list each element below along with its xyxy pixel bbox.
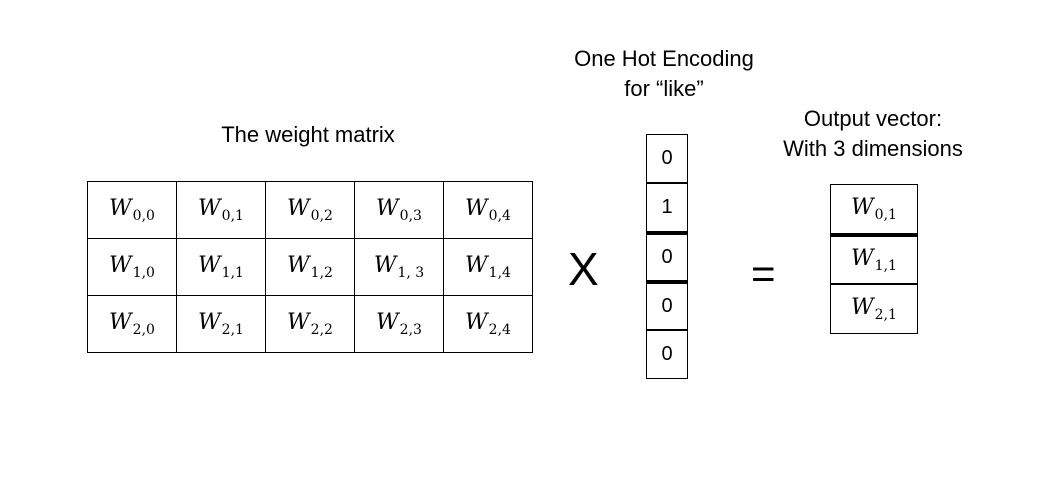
weight-symbol: W2,1	[198, 310, 244, 338]
weight-subscript: 2,2	[310, 322, 333, 338]
weight-symbol: W1,1	[198, 253, 244, 281]
weight-symbol: W0,4	[465, 196, 511, 224]
weight-cell: W0,1	[176, 181, 266, 239]
output-subscript: 1,1	[874, 258, 897, 274]
one-hot-caption-line1: One Hot Encoding	[574, 46, 754, 71]
weight-cell: W2,2	[265, 295, 355, 353]
weight-subscript: 2,4	[488, 322, 511, 338]
output-symbol: W2,1	[851, 295, 897, 323]
weight-matrix-row: W2,0 W2,1 W2,2 W2,3 W2,4	[87, 295, 533, 353]
weight-symbol: W1, 3	[373, 253, 425, 281]
weight-symbol: W2,2	[287, 310, 333, 338]
weight-subscript: 1, 3	[397, 265, 425, 281]
output-cell: W1,1	[830, 234, 918, 284]
output-cell: W0,1	[830, 184, 918, 234]
weight-symbol: W0,3	[376, 196, 422, 224]
one-hot-cell: 1	[646, 183, 688, 232]
one-hot-cell: 0	[646, 281, 688, 330]
weight-cell: W0,2	[265, 181, 355, 239]
weight-subscript: 0,1	[221, 208, 244, 224]
one-hot-caption: One Hot Encoding for “like”	[539, 44, 789, 104]
weight-subscript: 2,1	[221, 322, 244, 338]
weight-symbol: W2,0	[109, 310, 155, 338]
weight-subscript: 0,3	[399, 208, 422, 224]
weight-cell: W2,4	[443, 295, 533, 353]
output-subscript: 0,1	[874, 207, 897, 223]
output-cell: W2,1	[830, 284, 918, 334]
equals-sign: =	[751, 250, 776, 297]
one-hot-cell: 0	[646, 232, 688, 281]
weight-matrix-row: W0,0 W0,1 W0,2 W0,3 W0,4	[87, 181, 533, 239]
weight-symbol: W1,4	[465, 253, 511, 281]
output-vector: W0,1 W1,1 W2,1	[830, 184, 918, 334]
weight-cell: W1,2	[265, 238, 355, 296]
output-subscript: 2,1	[874, 307, 897, 323]
weight-symbol: W0,0	[109, 196, 155, 224]
weight-subscript: 1,2	[310, 265, 333, 281]
weight-cell: W1,1	[176, 238, 266, 296]
output-caption-line1: Output vector:	[803, 106, 943, 131]
weight-cell: W0,3	[354, 181, 444, 239]
multiply-sign: X	[568, 243, 599, 295]
weight-subscript: 0,4	[488, 208, 511, 224]
weight-symbol: W1,0	[109, 253, 155, 281]
weight-symbol: W0,1	[198, 196, 244, 224]
weight-subscript: 0,2	[310, 208, 333, 224]
output-vector-caption: Output vector: With 3 dimensions	[748, 104, 998, 164]
weight-cell: W0,4	[443, 181, 533, 239]
weight-matrix-row: W1,0 W1,1 W1,2 W1, 3 W1,4	[87, 238, 533, 296]
output-caption-line2: With 3 dimensions	[783, 136, 963, 161]
weight-subscript: 1,4	[488, 265, 511, 281]
output-symbol: W0,1	[851, 195, 897, 223]
weight-cell: W1,0	[87, 238, 177, 296]
weight-cell: W2,3	[354, 295, 444, 353]
weight-subscript: 2,3	[399, 322, 422, 338]
weight-matrix-caption-text: The weight matrix	[221, 122, 395, 147]
weight-subscript: 1,0	[132, 265, 155, 281]
weight-cell: W1, 3	[354, 238, 444, 296]
one-hot-caption-line2: for “like”	[624, 76, 704, 101]
weight-cell: W2,1	[176, 295, 266, 353]
weight-symbol: W2,4	[465, 310, 511, 338]
weight-matrix-caption: The weight matrix	[158, 120, 458, 150]
weight-subscript: 1,1	[221, 265, 244, 281]
one-hot-cell: 0	[646, 330, 688, 379]
weight-subscript: 0,0	[132, 208, 155, 224]
weight-symbol: W1,2	[287, 253, 333, 281]
weight-cell: W0,0	[87, 181, 177, 239]
weight-cell: W2,0	[87, 295, 177, 353]
weight-subscript: 2,0	[132, 322, 155, 338]
weight-symbol: W2,3	[376, 310, 422, 338]
weight-cell: W1,4	[443, 238, 533, 296]
output-symbol: W1,1	[851, 246, 897, 274]
one-hot-cell: 0	[646, 134, 688, 183]
one-hot-vector: 0 1 0 0 0	[646, 134, 688, 379]
weight-symbol: W0,2	[287, 196, 333, 224]
weight-matrix: W0,0 W0,1 W0,2 W0,3 W0,4 W1,0 W1,1 W1,2 …	[87, 181, 533, 353]
